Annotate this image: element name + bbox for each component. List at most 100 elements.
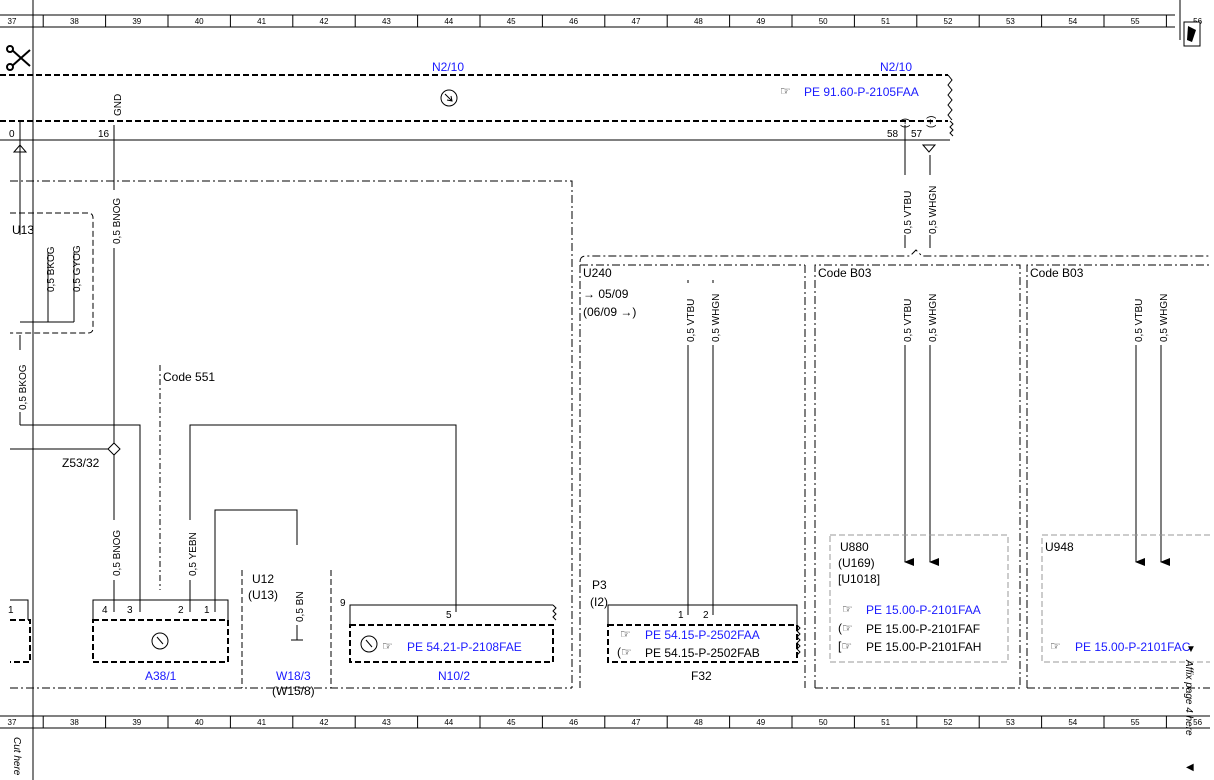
top-ruler-number: 54 [1068,17,1077,26]
pe-link-u880-c[interactable]: PE 15.00-P-2101FAH [866,640,981,654]
u948-box [1041,534,1210,663]
bottom-ruler-number: 40 [195,718,204,727]
bottom-ruler-number: 41 [257,718,266,727]
w15-8-label: (W15/8) [272,684,315,698]
pointer-hand-icon: ☞ [780,84,791,98]
left-dashed-region [10,180,573,689]
bottom-ruler-number: 55 [1131,718,1140,727]
b03-2-wires [1135,345,1170,566]
pointer-hand-icon-u948: ☞ [1050,639,1061,653]
bottom-ruler-number: 56 [1193,718,1202,727]
pe-link-u948[interactable]: PE 15.00-P-2101FAC [1075,640,1191,654]
a38-pin-1: 1 [204,605,210,616]
scissors-icon [6,45,31,71]
f32-label: F32 [691,669,712,683]
a38-pin-3: 3 [127,605,133,616]
bottom-ruler-number: 42 [320,718,329,727]
u12-label: U12 [252,572,274,586]
pe-link-f32-a[interactable]: PE 54.15-P-2502FAA [645,628,760,642]
top-ruler-number: 48 [694,17,703,26]
code-b03-label-1: Code B03 [818,266,872,280]
n2-10-box [0,74,954,141]
f32-wires [687,280,714,615]
p3-label: P3 [592,578,607,592]
triangle-left-icon: ◀ [1186,762,1194,773]
a38-1-box [92,599,229,663]
top-ruler-number: 47 [632,17,641,26]
pe-link-n10-2[interactable]: PE 54.21-P-2108FAE [407,640,522,654]
pin-0: 0 [9,129,15,140]
top-ruler-number: 41 [257,17,266,26]
cut-here-note: Cut here [11,737,22,776]
wire-whgn-f32: 0,5 WHGN [711,294,722,342]
bottom-ruler-number: 48 [694,718,703,727]
u13-box [10,212,94,334]
wire-bkog-left: 0,5 BKOG [18,364,29,410]
wire-vtbu-b03b: 0,5 VTBU [1134,299,1145,342]
bottom-ruler-number: 43 [382,718,391,727]
n10-2-box [349,604,557,663]
pin-16: 16 [98,129,110,140]
u880-label: U880 [840,540,869,554]
bottom-ruler-number: 51 [881,718,890,727]
u13-label: U13 [12,223,34,237]
a38-pin-2: 2 [178,605,184,616]
n10-pin-9: 9 [340,598,346,609]
pin-gnd: GND [113,94,124,116]
wire-bn: 0,5 BN [295,591,306,622]
wire-whgn-b03b: 0,5 WHGN [1159,294,1170,342]
bkog-left-wire [19,335,141,612]
z53-32-label: Z53/32 [62,456,100,470]
a38-1-label: A38/1 [145,669,177,683]
wire-bkog: 0,5 BKOG [46,246,57,292]
top-ruler-number: 53 [1006,17,1015,26]
ground-symbol-left [12,121,28,205]
w18-3-label: W18/3 [276,669,311,683]
u240-from: → 05/09 [583,287,629,301]
pe-link-u880-a[interactable]: PE 15.00-P-2101FAA [866,603,981,617]
top-ruler-number: 55 [1131,17,1140,26]
triangle-down-icon: ▼ [1186,644,1196,655]
n2-10-right-label: N2/10 [880,60,912,74]
f32-pin-1: 1 [678,610,684,621]
top-ruler-number: 37 [8,17,17,26]
pe-link-f32-b[interactable]: PE 54.15-P-2502FAB [645,646,760,660]
pointer-hand-icon-u880a: ☞ [842,602,853,616]
top-ruler-number: 40 [195,17,204,26]
top-ruler-number: 51 [881,17,890,26]
top-ruler-number: 42 [320,17,329,26]
wire-vtbu-b03a: 0,5 VTBU [903,299,914,342]
pointer-hand-icon-f32a: ☞ [620,627,631,641]
bottom-ruler-number: 47 [632,718,641,727]
top-ruler-number: 45 [507,17,516,26]
n2-10-left-label: N2/10 [432,60,464,74]
wire-whgn-b03a: 0,5 WHGN [928,294,939,342]
u948-label: U948 [1045,540,1074,554]
a38-pin-4: 4 [102,605,108,616]
bottom-ruler-number: 38 [70,718,79,727]
wire-whgn-top: 0,5 WHGN [928,186,939,234]
bottom-ruler-number: 50 [819,718,828,727]
f32-box [607,604,801,663]
pointer-hand-icon-u880b: (☞ [838,621,853,635]
bottom-ruler-number: 45 [507,718,516,727]
u240-label: U240 [583,266,612,280]
left-pin-1: 1 [8,605,14,616]
pe-link-n2-10[interactable]: PE 91.60-P-2105FAA [804,85,919,99]
top-ruler-number: 43 [382,17,391,26]
top-ruler-number: 49 [756,17,765,26]
bottom-ruler-number: 37 [8,718,17,727]
pin-minus: (-) [900,118,911,128]
code-b03-label-2: Code B03 [1030,266,1084,280]
code-b03-region-2 [1026,264,1210,689]
z53-32-splice [10,442,121,456]
top-ruler-number: 44 [444,17,453,26]
wire-gyog: 0,5 GYOG [72,245,83,292]
pe-link-u880-b[interactable]: PE 15.00-P-2101FAF [866,622,980,636]
bottom-ruler-number: 52 [944,718,953,727]
i2-label: (I2) [590,595,608,609]
bottom-ruler-number: 54 [1068,718,1077,727]
pin-58: 58 [887,129,899,140]
wire-yebn: 0,5 YEBN [188,532,199,576]
